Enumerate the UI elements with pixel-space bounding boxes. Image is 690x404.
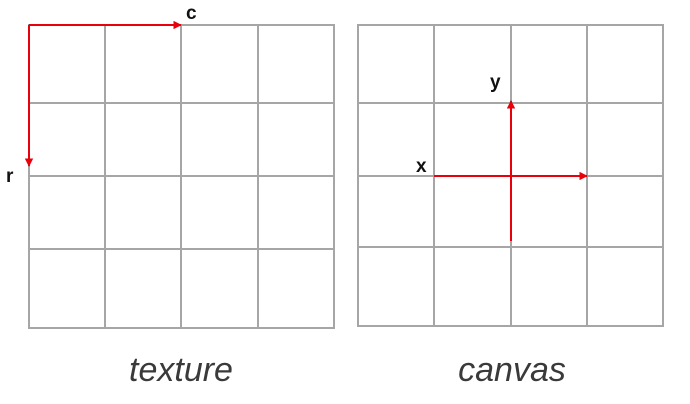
canvas-panel: x y canvas	[357, 24, 664, 389]
texture-grid	[28, 24, 335, 329]
texture-column-label: c	[186, 3, 197, 24]
canvas-x-label: x	[416, 156, 427, 177]
texture-panel: c r texture	[6, 3, 335, 389]
canvas-y-label: y	[490, 72, 501, 93]
texture-caption: texture	[129, 351, 233, 389]
canvas-caption: canvas	[458, 351, 566, 389]
texture-row-label: r	[6, 166, 14, 187]
